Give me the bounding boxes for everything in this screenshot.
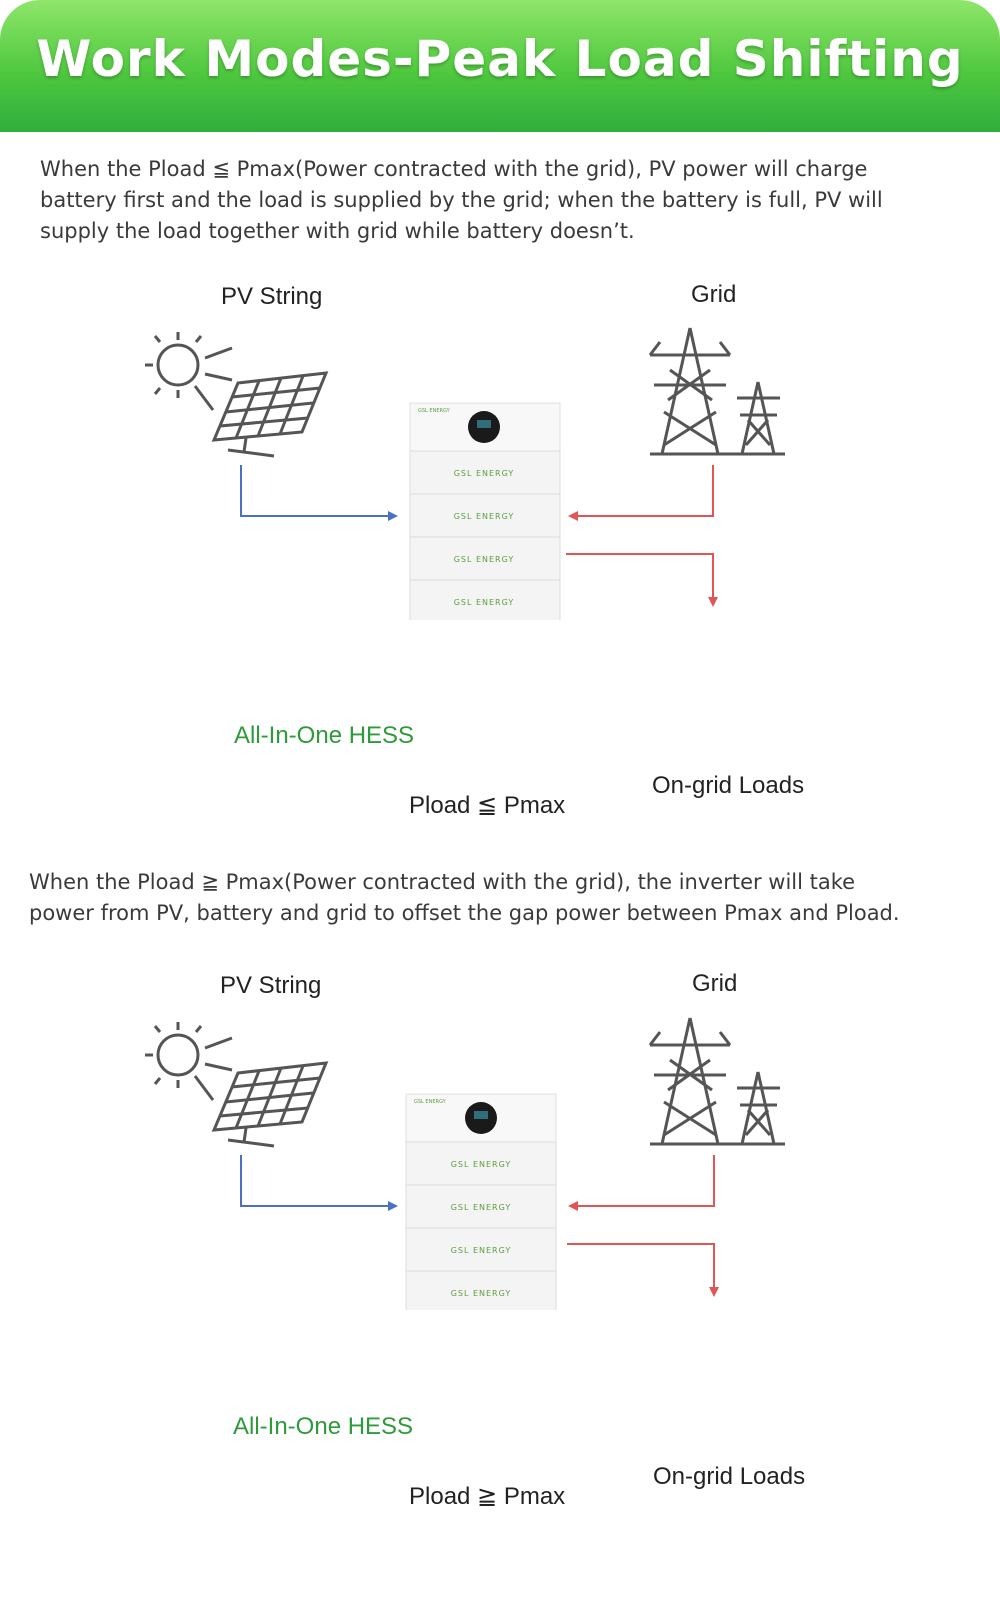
section-1-description: When the Pload ≦ Pmax(Power contracted w… — [40, 154, 883, 247]
on-grid-loads-label: On-grid Loads — [652, 772, 805, 799]
solar-panel-icon — [211, 1061, 329, 1148]
hess-label: All-In-One HESS — [234, 722, 415, 749]
battery-module-label: GSL ENERGY — [454, 598, 515, 607]
header-banner: Work Modes-Peak Load Shifting — [0, 0, 1000, 132]
condition-label: Pload ≧ Pmax — [409, 1483, 566, 1510]
sun-icon — [145, 332, 233, 411]
hess-label: All-In-One HESS — [233, 1413, 414, 1440]
diagram-2: GSL ENERGY GSL ENERGY GSL ENERGY GSL ENE… — [145, 1017, 785, 1310]
device-brand-top: GSL ENERGY — [414, 1099, 447, 1105]
grid-label: Grid — [691, 281, 737, 308]
solar-panel-icon — [211, 371, 329, 458]
description-line: supply the load together with grid while… — [40, 219, 635, 243]
pv-string-label: PV String — [221, 283, 323, 310]
battery-module-label: GSL ENERGY — [451, 1203, 512, 1212]
battery-module-label: GSL ENERGY — [454, 512, 515, 521]
pv-arrow — [240, 465, 398, 521]
battery-module-label: GSL ENERGY — [451, 1246, 512, 1255]
description-line: When the Pload ≦ Pmax(Power contracted w… — [40, 157, 868, 181]
section-2-description: When the Pload ≧ Pmax(Power contracted w… — [29, 867, 900, 929]
grid-arrow — [568, 1155, 715, 1211]
condition-label: Pload ≦ Pmax — [409, 792, 566, 819]
description-line: power from PV, battery and grid to offse… — [29, 901, 900, 925]
load-arrow — [566, 553, 718, 607]
sun-icon — [145, 1022, 233, 1101]
hess-device: GSL ENERGY GSL ENERGY GSL ENERGY GSL ENE… — [409, 402, 561, 620]
diagram-1: GSL ENERGY GSL ENERGY GSL ENERGY GSL ENE… — [145, 327, 785, 620]
pv-arrow — [240, 1155, 398, 1211]
grid-arrow — [568, 465, 714, 521]
battery-module-label: GSL ENERGY — [454, 555, 515, 564]
transmission-tower-icon — [648, 1017, 785, 1146]
battery-module-label: GSL ENERGY — [451, 1289, 512, 1298]
hess-device: GSL ENERGY GSL ENERGY GSL ENERGY GSL ENE… — [405, 1093, 557, 1310]
description-line: battery first and the load is supplied b… — [40, 188, 883, 212]
load-arrow — [567, 1243, 719, 1297]
page-title: Work Modes-Peak Load Shifting — [36, 30, 964, 88]
battery-module-label: GSL ENERGY — [451, 1160, 512, 1169]
device-brand-top: GSL ENERGY — [418, 408, 451, 414]
battery-module-label: GSL ENERGY — [454, 469, 515, 478]
description-line: When the Pload ≧ Pmax(Power contracted w… — [29, 870, 856, 894]
on-grid-loads-label: On-grid Loads — [653, 1463, 806, 1490]
grid-label: Grid — [692, 970, 738, 997]
transmission-tower-icon — [648, 327, 785, 456]
pv-string-label: PV String — [220, 972, 322, 999]
